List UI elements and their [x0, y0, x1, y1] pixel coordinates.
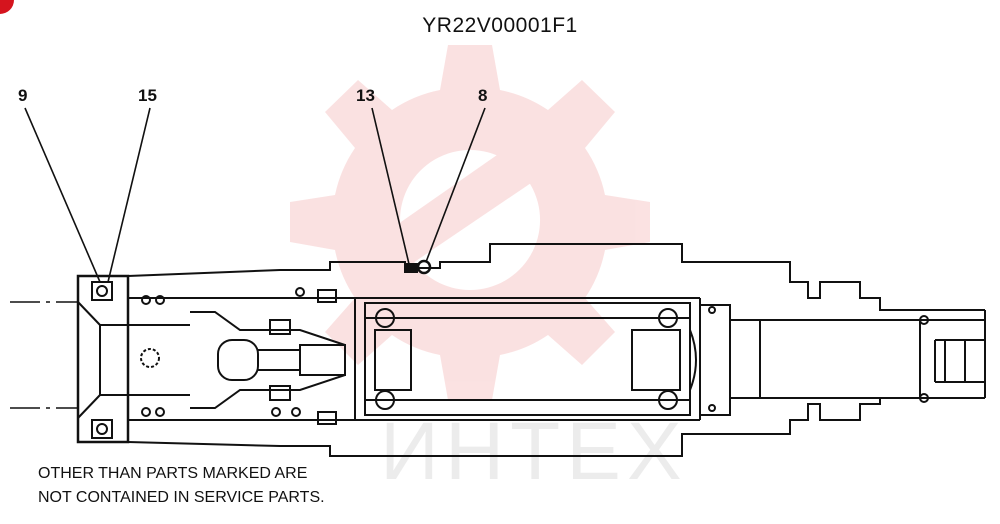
callout-15: 15	[138, 86, 157, 105]
callout-13: 13	[356, 86, 375, 105]
callout-8: 8	[478, 86, 488, 105]
service-parts-note: OTHER THAN PARTS MARKED ARE NOT CONTAINE…	[38, 462, 325, 510]
note-line-2: NOT CONTAINED IN SERVICE PARTS.	[38, 489, 325, 506]
note-line-1: OTHER THAN PARTS MARKED ARE	[38, 465, 308, 482]
callout-9: 9	[18, 86, 28, 105]
drawing-number: YR22V00001F1	[422, 14, 578, 37]
watermark-text: ИНТЕХ	[380, 406, 688, 497]
